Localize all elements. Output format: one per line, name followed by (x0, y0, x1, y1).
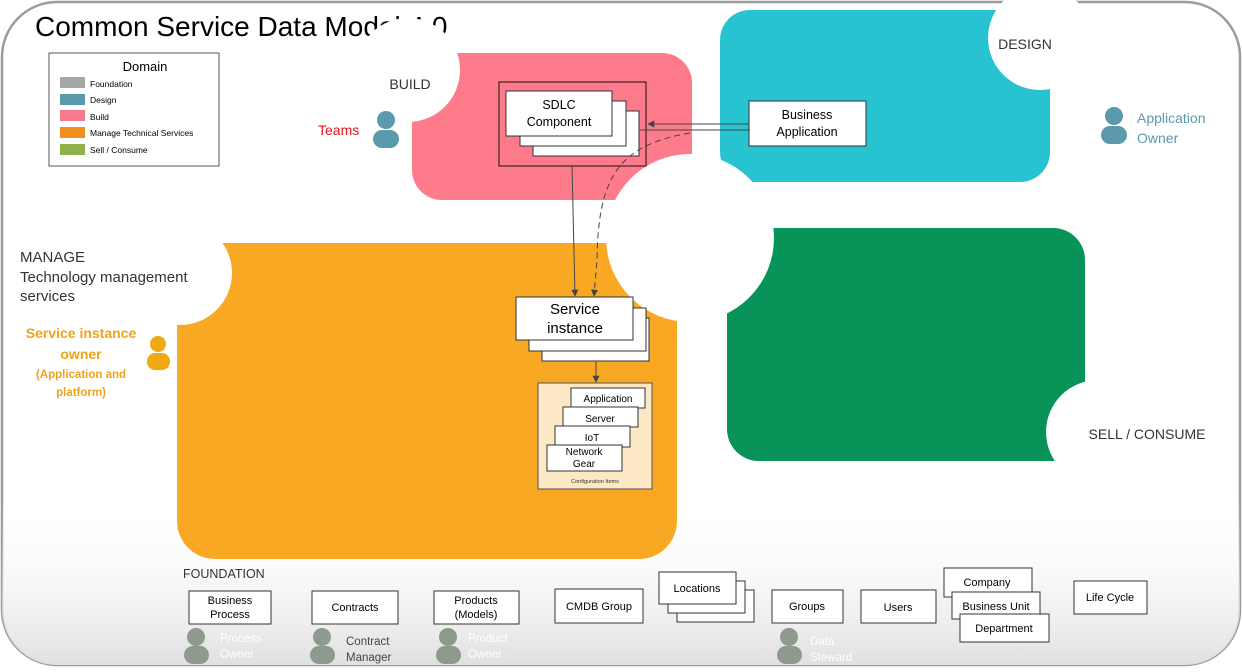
legend-swatch-sell (60, 144, 85, 155)
service-label-line1: Service (550, 301, 600, 318)
locations-box (658, 571, 737, 605)
sdlc-component-box (505, 90, 613, 137)
ci-caption: Configuration Items (571, 479, 619, 485)
foundation-label: FOUNDATION (183, 567, 265, 581)
process-owner-person-icon (184, 628, 209, 664)
products-box (433, 590, 520, 625)
legend-label-design: Design (90, 95, 117, 105)
sio-label-line3: (Application and (36, 369, 126, 381)
bp-label-line1: Business (208, 595, 253, 607)
data-steward-person-icon (777, 628, 802, 664)
products-label-line1: Products (454, 595, 498, 607)
process-owner-label-line2: Owner (220, 649, 254, 661)
legend-heading: Domain (123, 59, 168, 74)
life-cycle-label: Life Cycle (1086, 592, 1134, 604)
department-box (959, 613, 1050, 643)
build-label: BUILD (389, 76, 430, 92)
contracts-label: Contracts (331, 602, 379, 614)
teams-person-icon (373, 111, 399, 148)
legend: Domain Foundation Design Build Manage Te… (48, 52, 220, 167)
sio-label-line4: platform) (56, 387, 106, 399)
product-owner-label-line1: Product (468, 633, 508, 645)
ci-netgear-label-line2: Gear (573, 459, 596, 470)
data-steward-label-line1: Data (810, 636, 835, 648)
contract-manager-person-icon (310, 628, 335, 664)
process-owner-label-line1: Process (220, 633, 262, 645)
manage-label-line2: Technology management (20, 269, 188, 286)
users-box (860, 589, 937, 624)
sell-cutout (1046, 380, 1150, 484)
design-cutout (988, 0, 1092, 90)
legend-label-build: Build (90, 112, 109, 122)
sio-label-line1: Service instance (26, 325, 137, 341)
sdlc-component-stack: SDLC Component (498, 81, 647, 167)
design-label: DESIGN (998, 36, 1052, 52)
contracts-box (311, 590, 399, 625)
company-label: Company (963, 577, 1011, 589)
groups-box (771, 589, 844, 624)
legend-swatch-design (60, 94, 85, 105)
contract-manager-label-line2: Manager (346, 652, 392, 664)
app-owner-person-icon (1101, 107, 1127, 144)
life-cycle-box (1073, 580, 1148, 615)
sdlc-label-line2: Component (527, 115, 592, 129)
products-label-line2: (Models) (455, 609, 498, 621)
ci-netgear-label-line1: Network (566, 447, 604, 458)
ci-application-label: Application (584, 394, 633, 405)
legend-label-sell: Sell / Consume (90, 145, 148, 155)
ci-network-gear-box (546, 444, 623, 472)
bizapp-to-service-dashed-arrow (591, 132, 691, 297)
cmdb-group-label: CMDB Group (566, 601, 632, 613)
sio-label-line2: owner (60, 346, 102, 362)
department-label: Department (975, 623, 1032, 635)
contract-manager-label-line1: Contract (346, 636, 390, 648)
legend-label-foundation: Foundation (90, 79, 133, 89)
bizapp-label-line1: Business (782, 108, 833, 122)
ci-iot-label: IoT (585, 433, 599, 444)
locations-label: Locations (673, 583, 721, 595)
app-owner-label-line2: Owner (1137, 130, 1179, 146)
sdlc-to-service-arrow (571, 165, 579, 297)
sio-person-icon (147, 336, 170, 370)
app-owner-label-line1: Application (1137, 110, 1206, 126)
teams-label: Teams (318, 122, 359, 138)
manage-label-line1: MANAGE (20, 249, 85, 266)
sell-region (727, 228, 1085, 461)
manage-label-line3: services (20, 288, 75, 305)
manage-cutout (128, 221, 232, 325)
business-process-box (188, 590, 272, 625)
groups-label: Groups (789, 601, 826, 613)
service-instance-stack: Service instance (515, 296, 650, 362)
sell-label: SELL / CONSUME (1089, 426, 1206, 442)
legend-swatch-manage (60, 127, 85, 138)
legend-swatch-build (60, 110, 85, 121)
cmdb-group-box (554, 588, 644, 624)
sdlc-label-line1: SDLC (542, 98, 575, 112)
data-steward-label-line2: Steward (810, 652, 852, 664)
product-owner-label-line2: Owner (468, 649, 502, 661)
foundation-entities: Business Process Contracts Products (Mod… (188, 567, 1148, 643)
legend-label-manage: Manage Technical Services (90, 128, 193, 138)
configuration-items-group: Application Server IoT Network Gear Conf… (537, 382, 653, 490)
users-label: Users (884, 602, 913, 614)
bizapp-label-line2: Application (776, 125, 837, 139)
center-cutout (606, 154, 774, 322)
bp-label-line2: Process (210, 609, 250, 621)
ci-server-label: Server (585, 414, 615, 425)
legend-swatch-foundation (60, 77, 85, 88)
service-label-line2: instance (547, 320, 603, 337)
product-owner-person-icon (436, 628, 461, 664)
service-instance-box (515, 296, 634, 341)
business-unit-label: Business Unit (962, 601, 1029, 613)
build-cutout (356, 18, 460, 122)
business-application-box (748, 100, 867, 147)
